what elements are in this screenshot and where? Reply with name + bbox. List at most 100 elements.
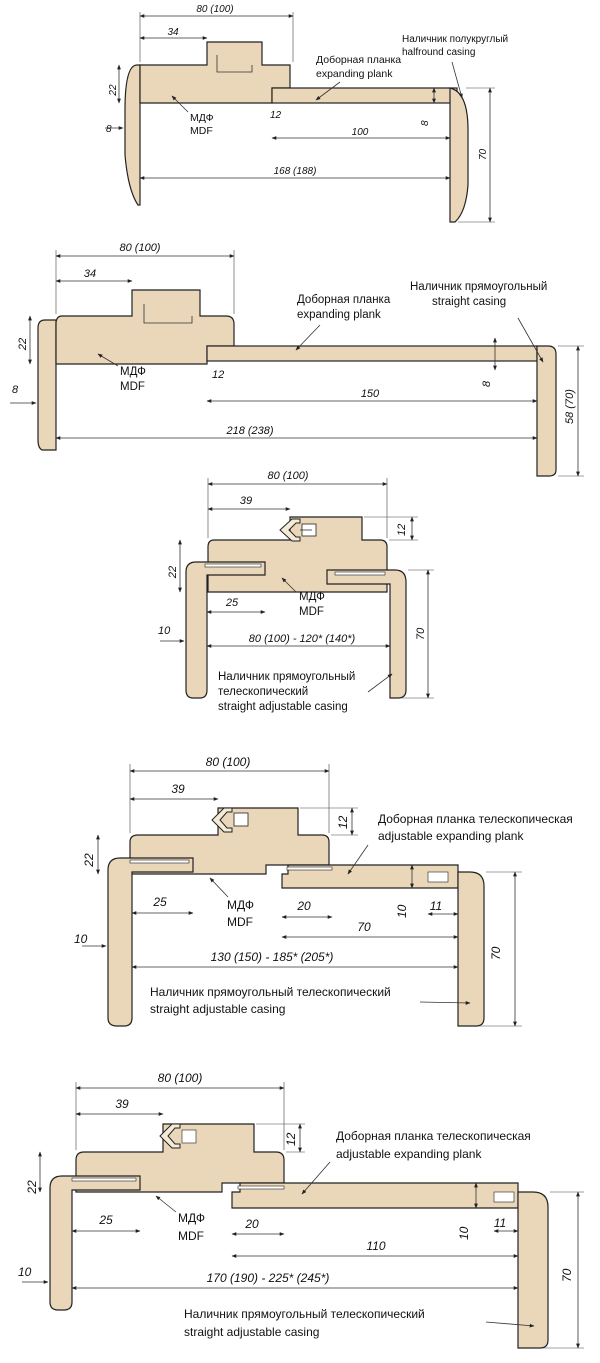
label-mdf-en: MDF [299,606,324,618]
dim-25: 25 [225,597,239,609]
plank-ridge [493,1191,515,1203]
door-seal [211,807,233,833]
frame-body [75,1123,285,1193]
door-seal [279,518,301,542]
dim-70: 70 [478,148,489,160]
label-mdf-ru: МДФ [190,112,214,124]
dim-range: 130 (150) - 185* (205*) [211,950,334,964]
right-casing-slot [334,571,386,576]
section-halfround-casing: 80 (100) 34 22 8 12 100 8 168 (188) 70 Д… [105,4,508,223]
left-straight-casing [37,319,57,451]
dim-10: 10 [18,1265,32,1279]
label-plank-en: expanding plank [297,309,381,321]
dim-12: 12 [284,1132,298,1146]
dim-34: 34 [84,268,96,280]
dim-range: 170 (190) - 225* (245*) [207,1271,330,1285]
label-mdf-en: MDF [178,1229,204,1243]
dim-12: 12 [212,369,224,381]
label-casing-en: straight adjustable casing [150,1002,285,1016]
left-telescopic-casing [49,1175,141,1311]
dim-11: 11 [494,1216,506,1230]
dim-10: 10 [158,625,171,637]
dim-frame-width: 80 (100) [196,4,233,15]
label-casing-ru: Наличник прямоугольный телескопический [184,1307,425,1321]
dim-frame-width: 80 (100) [268,470,309,482]
frame-body [139,41,291,104]
dim-11: 11 [430,899,442,913]
dim-22: 22 [167,566,179,579]
label-mdf-ru: МДФ [227,898,254,912]
label-mdf-en: MDF [120,381,145,393]
dim-39: 39 [115,1097,129,1111]
label-mdf-en: MDF [227,915,253,929]
door-seal [159,1123,181,1149]
left-telescopic-casing [107,857,194,1027]
dim-22: 22 [17,338,29,351]
dim-10-mid: 10 [457,1226,471,1240]
dim-10-mid: 10 [395,904,409,918]
label-casing-en: halfround casing [402,47,475,58]
label-plank-en: adjustable expanding plank [336,1147,482,1161]
dim-8-left: 8 [106,124,112,135]
left-casing-slot [129,859,190,864]
dim-39: 39 [240,495,252,507]
dim-frame-width: 80 (100) [206,755,251,769]
dim-8-right: 8 [420,120,431,126]
seal-clip [181,1129,197,1144]
dim-150: 150 [361,388,380,400]
seal-clip [233,812,249,827]
right-telescopic-casing [326,569,407,699]
label-plank-ru: Доборная планка телескопическая [378,812,573,826]
section-telescopic-plank-70: 80 (100) 39 12 22 25 20 10 11 70 10 130 … [74,755,573,1027]
plank-ridge [427,871,449,883]
left-casing-slot [204,563,262,568]
left-halfround-casing [124,64,141,206]
right-telescopic-casing [457,871,485,1027]
dim-22: 22 [25,1180,39,1195]
plank-slot [286,866,333,871]
label-casing-en: straight adjustable casing [184,1325,319,1339]
left-casing-slot [71,1177,137,1182]
dim-25: 25 [98,1213,113,1227]
expanding-plank [271,87,458,104]
section-telescopic-casing: 80 (100) 39 12 22 25 10 80 (100) - 120* … [158,470,434,713]
label-mdf-ru: МДФ [120,366,146,378]
dim-8-left: 8 [12,384,19,396]
label-casing-ru2: телескопический [218,686,308,698]
dim-39: 39 [171,782,185,796]
section-telescopic-plank-110: 80 (100) 39 12 22 25 20 10 11 110 10 170… [18,1071,584,1349]
telescopic-expanding-plank [281,864,459,889]
label-plank-en: adjustable expanding plank [378,829,524,843]
left-telescopic-casing [185,561,266,699]
dim-frame-width: 80 (100) [120,242,161,254]
telescopic-expanding-plank [231,1182,519,1209]
dim-22: 22 [108,84,119,97]
dim-20: 20 [244,1217,259,1231]
dim-58: 58 (70) [564,389,576,424]
dim-218: 218 (238) [225,425,273,437]
expanding-plank [206,345,538,362]
label-plank-ru: Доборная планка телескопическая [336,1129,531,1143]
label-casing-ru: Наличник полукруглый [402,34,508,45]
label-casing-en: straight adjustable casing [218,701,348,713]
right-straight-casing [536,345,557,477]
label-casing-ru1: Наличник прямоугольный [218,671,355,683]
dim-range: 80 (100) - 120* (140*) [249,633,356,645]
dim-168: 168 (188) [274,166,317,177]
frame-body [55,289,235,365]
seal-groove [143,304,193,324]
dim-12: 12 [396,524,408,536]
dim-8-right: 8 [481,380,493,387]
label-mdf-en: MDF [190,125,213,137]
label-casing-en: straight casing [432,296,506,308]
dim-frame-width: 80 (100) [158,1071,203,1085]
right-telescopic-casing [517,1191,549,1349]
right-halfround-casing [449,87,469,223]
label-plank-en: expanding plank [316,68,393,80]
dim-70: 70 [489,946,503,960]
label-mdf-ru: МДФ [178,1211,205,1225]
dim-20: 20 [296,899,311,913]
dim-12: 12 [336,815,350,829]
dim-110: 110 [366,1239,385,1253]
